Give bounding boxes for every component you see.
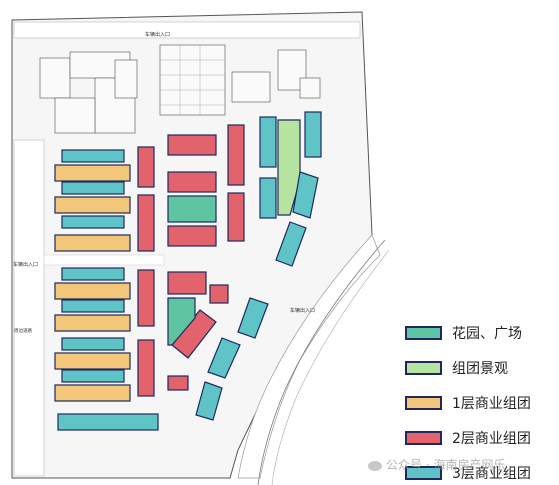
commercial-1-storey-blocks [54, 164, 131, 402]
legend-swatch-3-storey [405, 466, 442, 480]
legend-label-garden-plaza: 花园、广场 [452, 326, 522, 342]
existing-building-grid [160, 45, 225, 115]
legend-item-3-storey: 3层商业组团 [405, 463, 531, 483]
outer-road-line [257, 239, 386, 485]
legend-swatch-1-storey [405, 396, 442, 410]
road-internal-1 [43, 254, 165, 266]
outer-road-line-2 [271, 249, 390, 485]
garden-plaza-areas [167, 195, 217, 346]
entrance-label-right: 车辆出入口 [290, 307, 315, 314]
legend-swatch-garden-plaza [405, 326, 442, 340]
watermark: 公众号 · 海南房产网乐 [368, 456, 505, 473]
legend-item-1-storey: 1层商业组团 [405, 393, 531, 413]
legend-label-2-storey: 2层商业组团 [452, 431, 531, 447]
existing-buildings [39, 44, 321, 134]
road-north [13, 21, 361, 39]
legend-item-2-storey: 2层商业组团 [405, 428, 531, 448]
legend-label-cluster-landscape: 组团景观 [452, 361, 508, 377]
legend-swatch-2-storey [405, 431, 442, 445]
watermark-text: 公众号 · 海南房产网乐 [386, 458, 506, 472]
legend-swatch-cluster-landscape [405, 361, 442, 375]
wechat-logo-icon [368, 460, 382, 471]
commercial-2-storey-blocks [137, 124, 245, 397]
legend-item-cluster-landscape: 组团景观 [405, 358, 508, 378]
commercial-3-storey-blocks-east [195, 111, 322, 421]
commercial-3-storey-blocks-west [57, 149, 159, 431]
side-note-label: 周边道路 [14, 327, 32, 334]
entrance-label-left: 车辆出入口 [13, 261, 38, 268]
legend-label-1-storey: 1层商业组团 [452, 396, 531, 412]
legend-item-garden-plaza: 花园、广场 [405, 323, 522, 343]
road-east-curve [237, 234, 381, 479]
site-plan-map: 车辆出入口 车辆出入口 车辆出入口 周边道路 [11, 11, 390, 485]
road-west [13, 139, 45, 477]
legend-label-3-storey: 3层商业组团 [452, 466, 531, 482]
entrance-label-top: 车辆出入口 [145, 31, 170, 38]
